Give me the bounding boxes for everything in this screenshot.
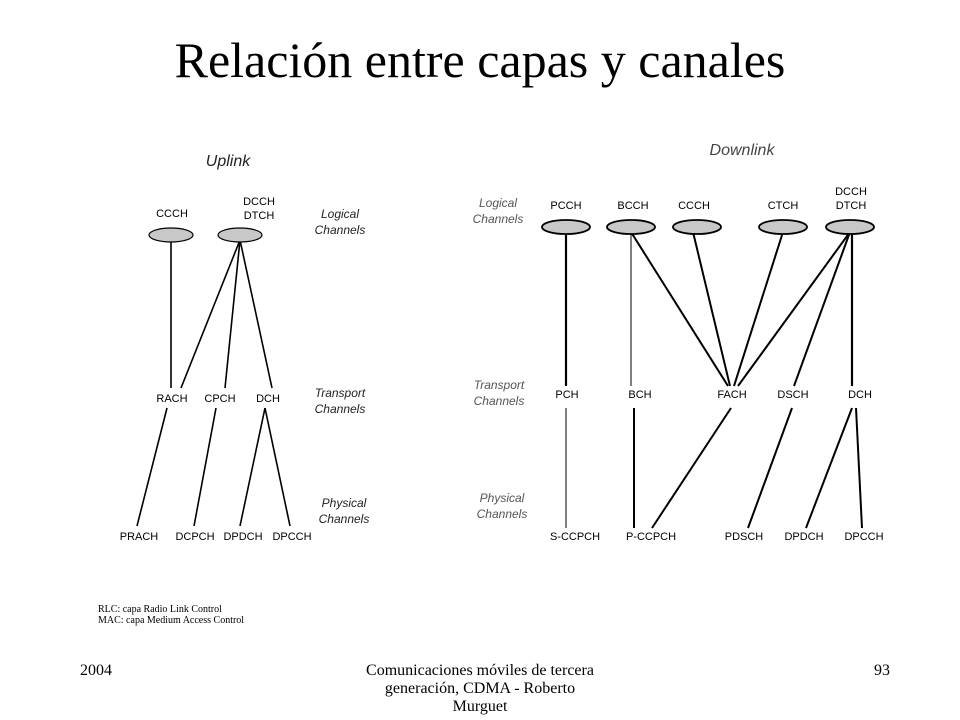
uplink-header: Uplink: [206, 153, 251, 170]
downlink-line-ctch-fach: [733, 231, 784, 387]
downlink-pcch-label: PCCH: [550, 200, 581, 212]
downlink-ccch-node: [672, 219, 722, 235]
downlink-line-dch-dpcch: [855, 407, 863, 529]
uplink-line-dcch-rach: [180, 239, 241, 389]
downlink-transport-label-1: Transport: [474, 378, 525, 392]
uplink-logical-label-2: Channels: [315, 223, 366, 237]
footer-course-title: Comunicaciones móviles de tercera genera…: [300, 662, 660, 716]
abbreviation-notes: RLC: capa Radio Link Control MAC: capa M…: [98, 604, 244, 626]
uplink-connections: [136, 239, 291, 527]
downlink-line-ccch-fach: [692, 231, 731, 387]
downlink-line-dcch-fach: [737, 231, 851, 387]
uplink-rach-label: RACH: [156, 393, 187, 405]
uplink-line-dcch-dch: [239, 239, 273, 389]
downlink-header: Downlink: [710, 142, 776, 159]
note-mac: MAC: capa Medium Access Control: [98, 615, 245, 626]
downlink-line-bcch-fach: [630, 231, 729, 387]
uplink-section: Uplink Logical Channels Transport Channe…: [120, 153, 370, 543]
uplink-transport-label-2: Channels: [315, 402, 366, 416]
uplink-line-dch-dpcch: [264, 407, 291, 527]
downlink-connections: [564, 231, 863, 529]
uplink-dcch-node: [217, 227, 263, 243]
uplink-line-dch-dpdch: [239, 407, 266, 527]
downlink-dcch-node: [825, 219, 875, 235]
downlink-dpcch-label: DPCCH: [844, 531, 883, 543]
uplink-dtch-label: DTCH: [244, 210, 275, 222]
downlink-ctch-node: [758, 219, 808, 235]
downlink-section: Downlink Logical Channels Transport Chan…: [473, 142, 884, 543]
downlink-pccpch-label: P-CCPCH: [626, 531, 676, 543]
uplink-dcch-label: DCCH: [243, 196, 275, 208]
downlink-line-dcch-dsch: [793, 231, 851, 387]
footer-center-line-2: generación, CDMA - Roberto: [384, 680, 576, 697]
uplink-cpch-label: CPCH: [204, 393, 235, 405]
downlink-bch-label: BCH: [628, 389, 651, 401]
downlink-sccpch-label: S-CCPCH: [550, 531, 600, 543]
uplink-line-dcch-cpch: [224, 239, 241, 389]
slide-title: Relación entre capas y canales: [174, 32, 786, 88]
downlink-line-fach-pccpch: [651, 407, 732, 529]
downlink-dch-label: DCH: [848, 389, 872, 401]
uplink-prach-label: PRACH: [120, 531, 159, 543]
downlink-line-dch-dpdch: [805, 407, 853, 529]
downlink-physical-label-1: Physical: [480, 491, 525, 505]
uplink-physical-label-2: Channels: [319, 512, 370, 526]
downlink-bcch-label: BCCH: [617, 200, 648, 212]
footer-page-number: 93: [874, 662, 890, 679]
uplink-dch-label: DCH: [256, 393, 280, 405]
footer-year: 2004: [80, 662, 112, 679]
footer-center-line-3: Murguet: [452, 698, 508, 715]
uplink-ccch-node: [148, 227, 194, 243]
uplink-dpdch-label: DPDCH: [223, 531, 262, 543]
downlink-fach-label: FACH: [717, 389, 746, 401]
uplink-line-cpch-dcpch: [193, 407, 217, 527]
downlink-logical-label-2: Channels: [473, 212, 524, 226]
note-rlc: RLC: capa Radio Link Control: [98, 604, 222, 615]
uplink-dcpch-label: DCPCH: [175, 531, 214, 543]
uplink-transport-label-1: Transport: [315, 386, 366, 400]
downlink-dsch-label: DSCH: [777, 389, 808, 401]
downlink-dtch-label: DTCH: [836, 200, 867, 212]
downlink-physical-label-2: Channels: [477, 507, 528, 521]
downlink-line-dsch-pdsch: [747, 407, 793, 529]
downlink-bcch-node: [606, 219, 656, 235]
downlink-dcch-label: DCCH: [835, 186, 867, 198]
downlink-pdsch-label: PDSCH: [725, 531, 764, 543]
uplink-ccch-label: CCCH: [156, 208, 188, 220]
uplink-dpcch-label: DPCCH: [272, 531, 311, 543]
downlink-ctch-label: CTCH: [768, 200, 799, 212]
downlink-pcch-node: [541, 219, 591, 235]
downlink-dpdch-label: DPDCH: [784, 531, 823, 543]
downlink-transport-label-2: Channels: [474, 394, 525, 408]
downlink-logical-label-1: Logical: [479, 196, 517, 210]
uplink-physical-label-1: Physical: [322, 496, 367, 510]
downlink-pch-label: PCH: [555, 389, 578, 401]
downlink-ccch-label: CCCH: [678, 200, 710, 212]
uplink-line-rach-prach: [136, 407, 168, 527]
uplink-logical-label-1: Logical: [321, 207, 359, 221]
footer-center-line-1: Comunicaciones móviles de tercera: [366, 662, 594, 679]
